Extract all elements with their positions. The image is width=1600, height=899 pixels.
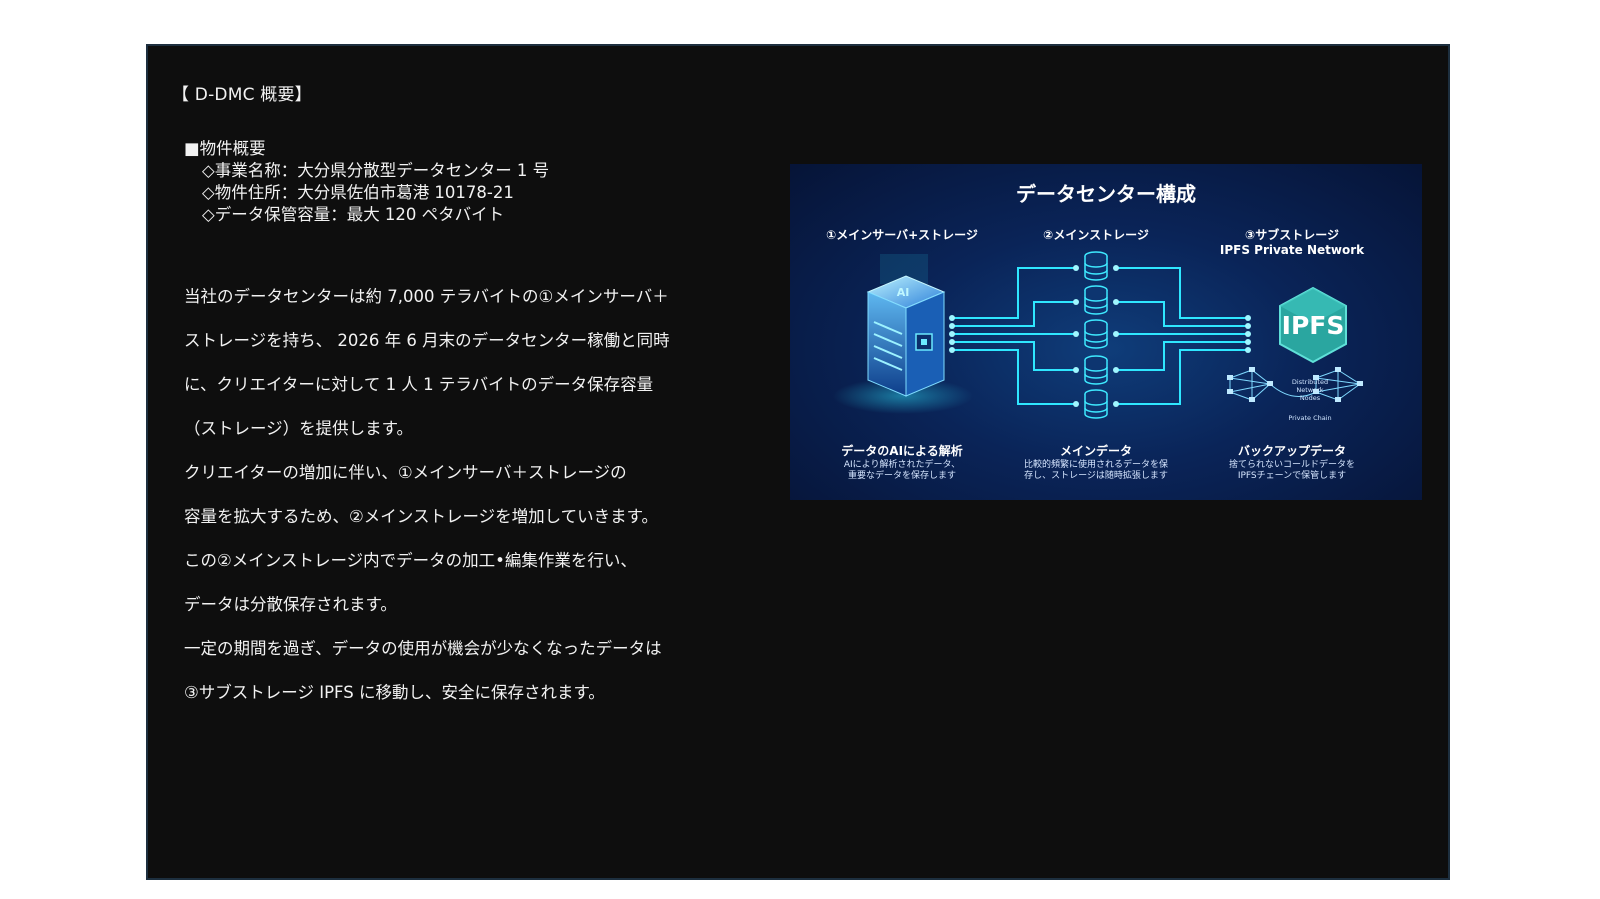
- description-line: ストレージを持ち、 2026 年 6 月末のデータセンター稼働と同時: [184, 331, 670, 350]
- description-line: クリエイターの増加に伴い、①メインサーバ＋ストレージの: [184, 463, 627, 482]
- connector-dots: [949, 265, 1251, 407]
- column-label-subtext: IPFS Private Network: [1219, 243, 1365, 257]
- footer-desc-backup: 捨てられないコールドデータを IPFSチェーンで保管します: [1228, 460, 1355, 481]
- footer-desc-ai: AIにより解析されたデータ、 重要なデータを保存します: [843, 460, 961, 481]
- datacenter-diagram: データセンター構成 ①メインサーバ+ストレージ ②メインストレージ ③サブストレ…: [790, 164, 1422, 500]
- network-node-dots: [1227, 367, 1363, 402]
- database-icon: [1084, 251, 1108, 281]
- column-label-sub-storage: ③サブストレージ IPFS Private Network: [1192, 228, 1392, 258]
- column-label-text: ②メインストレージ: [1043, 228, 1149, 242]
- connection-lines-right: [1116, 267, 1248, 405]
- database-icon: [1084, 319, 1108, 349]
- ipfs-label: IPFS: [1281, 311, 1345, 340]
- diagram-title: データセンター構成: [1016, 182, 1196, 206]
- database-icon: [1084, 355, 1108, 385]
- database-icon: [1084, 389, 1108, 419]
- description-line: 一定の期間を過ぎ、データの使用が機会が少なくなったデータは: [184, 639, 662, 658]
- database-icon: [1084, 285, 1108, 315]
- overview-item-address: ◇物件住所：大分県佐伯市葛港 10178-21: [202, 183, 514, 202]
- description-line: この②メインストレージ内でデータの加工•編集作業を行い、: [184, 551, 637, 570]
- connection-lines-left: [952, 267, 1076, 405]
- description-line: に、クリエイターに対して 1 人 1 テラバイトのデータ保存容量: [184, 375, 654, 394]
- footer-title-ai: データのAIによる解析: [841, 444, 963, 458]
- column-label-text: ③サブストレージ: [1245, 228, 1339, 242]
- slide: 【 D-DMC 概要】 ■物件概要 ◇事業名称：大分県分散型データセンター 1 …: [146, 44, 1450, 880]
- column-label-main-storage: ②メインストレージ: [996, 228, 1196, 243]
- description-line: ③サブストレージ IPFS に移動し、安全に保存されます。: [184, 683, 605, 702]
- overview-title: ■物件概要: [184, 139, 266, 158]
- description-line: データは分散保存されます。: [184, 595, 397, 614]
- chain-label: Private Chain: [1288, 414, 1332, 422]
- ai-badge: AI: [896, 286, 910, 299]
- column-label-main-server: ①メインサーバ+ストレージ: [802, 228, 1002, 243]
- footer-title-main-data: メインデータ: [1059, 444, 1132, 458]
- description-line: 容量を拡大するため、②メインストレージを増加していきます。: [184, 507, 658, 526]
- column-label-text: ①メインサーバ+ストレージ: [826, 228, 978, 242]
- diagram-graphics: [833, 251, 1363, 419]
- description-line: 当社のデータセンターは約 7,000 テラバイトの①メインサーバ＋: [184, 287, 669, 306]
- footer-desc-main-data: 比較的頻繁に使用されるデータを保 存し、ストレージは随時拡張します: [1023, 460, 1168, 481]
- footer-title-backup: バックアップデータ: [1237, 444, 1346, 458]
- server-glow: [833, 378, 973, 414]
- ipfs-hexagon-icon: [1279, 286, 1347, 364]
- description-line: （ストレージ）を提供します。: [184, 419, 414, 438]
- network-label: Distributed Network Nodes: [1291, 378, 1329, 402]
- overview-item-capacity: ◇データ保管容量：最大 120 ペタバイト: [202, 205, 505, 224]
- description-text: 当社のデータセンターは約 7,000 テラバイトの①メインサーバ＋ ストレージを…: [184, 264, 744, 726]
- overview-item-name: ◇事業名称：大分県分散型データセンター 1 号: [202, 161, 550, 180]
- server-icon: [866, 275, 946, 397]
- property-overview: ■物件概要 ◇事業名称：大分県分散型データセンター 1 号 ◇物件住所：大分県佐…: [184, 138, 549, 226]
- slide-heading: 【 D-DMC 概要】: [172, 85, 312, 105]
